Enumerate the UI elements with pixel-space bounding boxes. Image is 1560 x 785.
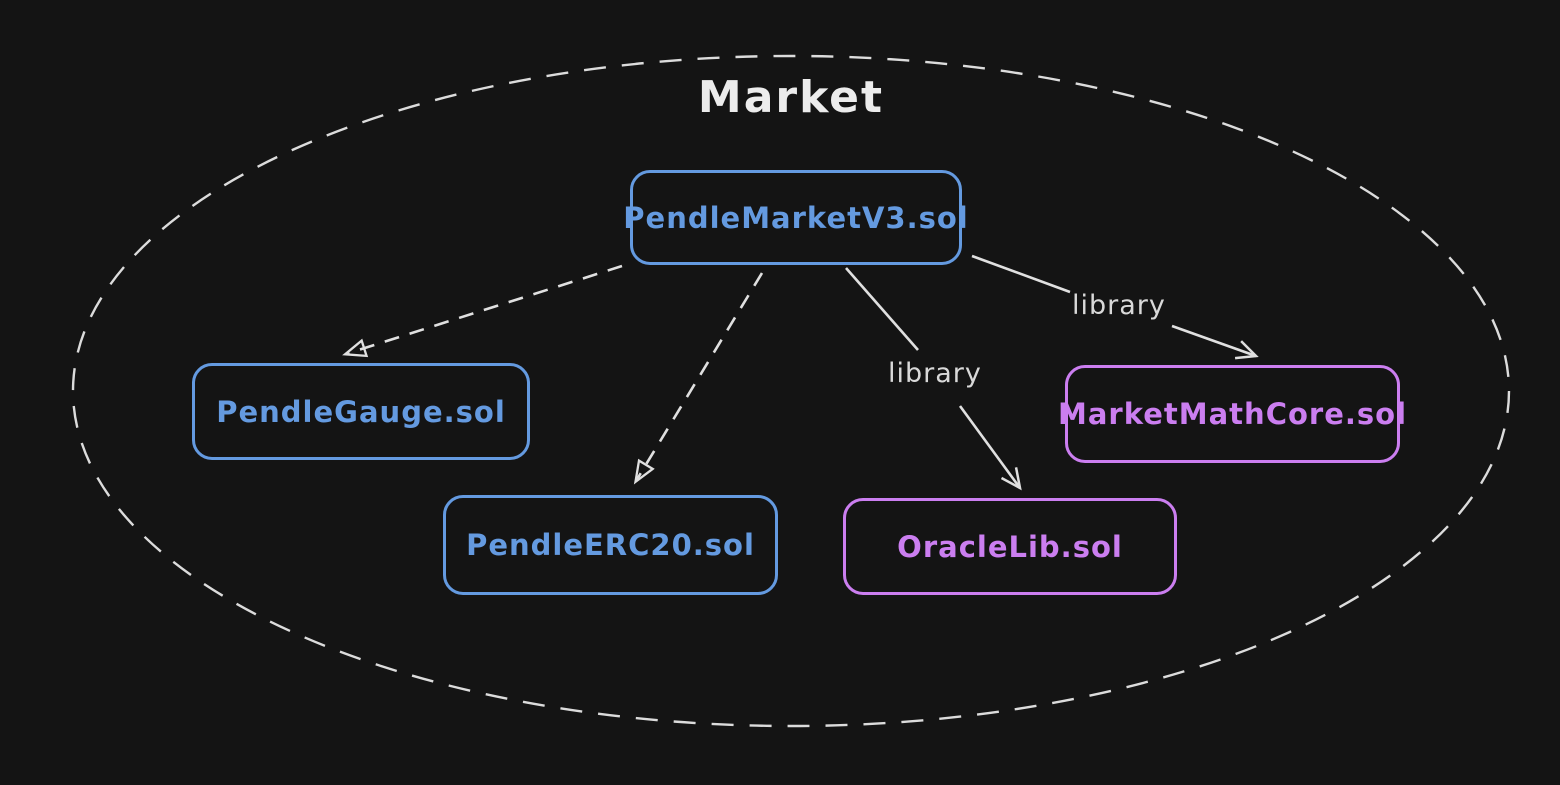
node-market-math-core: MarketMathCore.sol: [1058, 365, 1406, 463]
node-oracle-lib-label: OracleLib.sol: [897, 529, 1123, 564]
node-pendle-market-v3: PendleMarketV3.sol: [623, 170, 968, 265]
market-group-ellipse: [71, 54, 1511, 728]
node-pendle-market-v3-label: PendleMarketV3.sol: [623, 200, 969, 235]
edge-solid-to-oracle-lib-seg2: [958, 405, 1022, 491]
edge-solid-to-oracle-lib-seg1: [845, 267, 919, 351]
edge-dashed-to-pendle-gauge: [346, 264, 623, 354]
node-pendle-gauge-label: PendleGauge.sol: [216, 394, 506, 429]
edge-dashed-to-pendle-erc20: [636, 272, 764, 481]
node-oracle-lib: OracleLib.sol: [843, 498, 1177, 595]
edge-solid-to-market-math-core-seg1: [971, 254, 1071, 294]
node-pendle-erc20: PendleERC20.sol: [443, 495, 778, 595]
edge-label-library-oracle: library: [888, 358, 982, 389]
edge-label-library-mathcore: library: [1072, 290, 1166, 321]
node-market-math-core-label: MarketMathCore.sol: [1057, 397, 1408, 431]
market-group-title: Market: [697, 72, 885, 123]
node-pendle-gauge: PendleGauge.sol: [192, 363, 530, 460]
node-pendle-erc20-label: PendleERC20.sol: [466, 528, 755, 562]
edge-solid-to-market-math-core-seg2: [1171, 324, 1259, 360]
